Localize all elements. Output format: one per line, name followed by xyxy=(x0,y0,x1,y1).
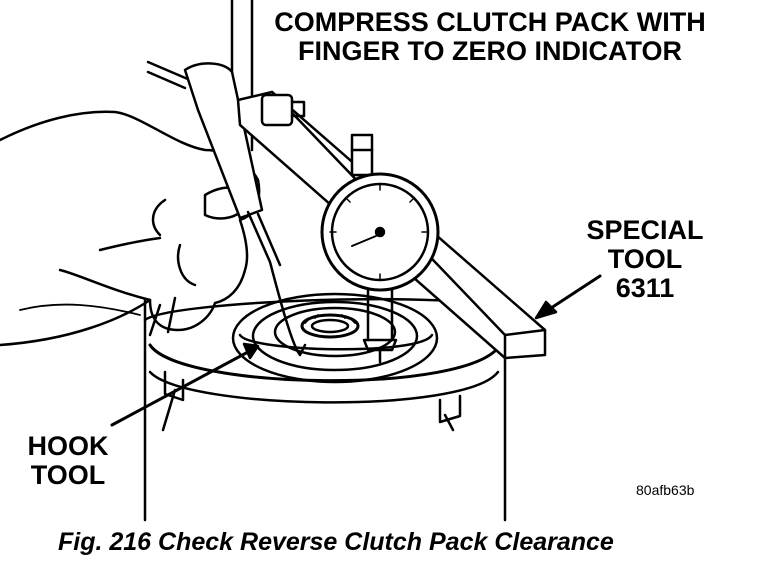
callout-compress-clutch-pack: COMPRESS CLUTCH PACK WITH FINGER TO ZERO… xyxy=(250,7,730,67)
callout-special-line-3: 6311 xyxy=(615,273,675,304)
hook-tool xyxy=(146,60,307,357)
callout-hook-line-2: TOOL xyxy=(30,460,106,491)
figure-caption: Fig. 216 Check Reverse Clutch Pack Clear… xyxy=(58,528,614,556)
leader-arrows xyxy=(110,274,602,427)
image-code: 80afb63b xyxy=(636,482,695,498)
callout-special-line-2: TOOL xyxy=(607,244,683,275)
clutch-pack xyxy=(231,292,439,384)
transmission-case xyxy=(143,296,507,522)
callout-hook-tool: HOOK TOOL xyxy=(8,431,128,491)
callout-hook-line-1: HOOK xyxy=(27,431,109,461)
callout-compress-line-2: FINGER TO ZERO INDICATOR xyxy=(297,36,682,67)
callout-compress-line-1: COMPRESS CLUTCH PACK WITH xyxy=(274,7,706,37)
dial-indicator xyxy=(320,133,440,364)
callout-special-line-1: SPECIAL xyxy=(586,215,704,245)
callout-special-tool: SPECIAL TOOL 6311 xyxy=(560,215,730,304)
